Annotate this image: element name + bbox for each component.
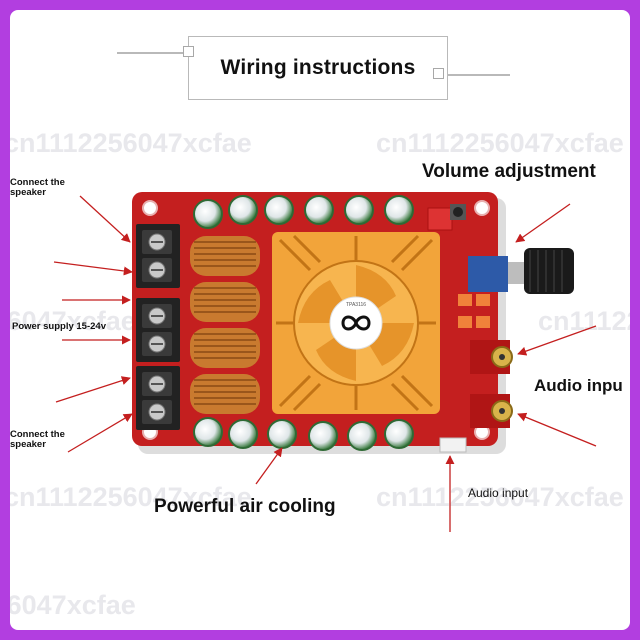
speaker-terminal-top xyxy=(136,224,180,288)
label-volume-adjustment: Volume adjustment xyxy=(422,161,596,182)
title-box: Wiring instructions xyxy=(188,36,448,100)
title-corner-marker xyxy=(183,46,194,57)
watermark: cn1112256047xcfae xyxy=(376,482,624,512)
watermark: cn1112256047xcfae xyxy=(376,128,624,158)
capacitors-top xyxy=(193,195,414,229)
title-line-left xyxy=(117,52,189,54)
amplifier-board-illustration: TPA3116 xyxy=(53,192,597,532)
label-audio-input-bottom: Audio input xyxy=(468,486,529,500)
watermark: cn1112256047xcfae xyxy=(10,306,136,336)
title: Wiring instructions xyxy=(220,56,416,79)
inductor-coils xyxy=(190,236,260,414)
title-corner-marker xyxy=(433,68,444,79)
chip-label: TPA3116 xyxy=(346,302,366,308)
diagram-frame: Wiring instructions cn1112256047xcfae cn… xyxy=(10,10,630,630)
power-terminal xyxy=(136,298,180,362)
watermark: cn1112256047xcfae xyxy=(538,306,630,336)
label-power-supply: Power supply 15-24v xyxy=(12,321,106,332)
rca-jacks xyxy=(470,340,513,428)
capacitors-bottom xyxy=(193,417,414,451)
watermark: cn1112256047xcfae xyxy=(10,128,252,158)
title-line-right xyxy=(447,74,510,76)
heatsink-fan: TPA3116 xyxy=(272,232,440,414)
label-audio-input-right: Audio inpu xyxy=(534,376,623,395)
watermark: cn1112256047xcfae xyxy=(10,590,136,620)
volume-potentiometer xyxy=(468,248,574,294)
audio-input-header xyxy=(439,437,467,453)
watermark: cn1112256047xcfae xyxy=(10,482,252,512)
label-connect-speaker-bottom: Connect the speaker xyxy=(10,429,65,450)
label-air-cooling: Powerful air cooling xyxy=(154,496,336,517)
label-connect-speaker-top: Connect the speaker xyxy=(10,177,65,198)
speaker-terminal-bottom xyxy=(136,366,180,430)
pointer-arrows xyxy=(53,195,597,532)
